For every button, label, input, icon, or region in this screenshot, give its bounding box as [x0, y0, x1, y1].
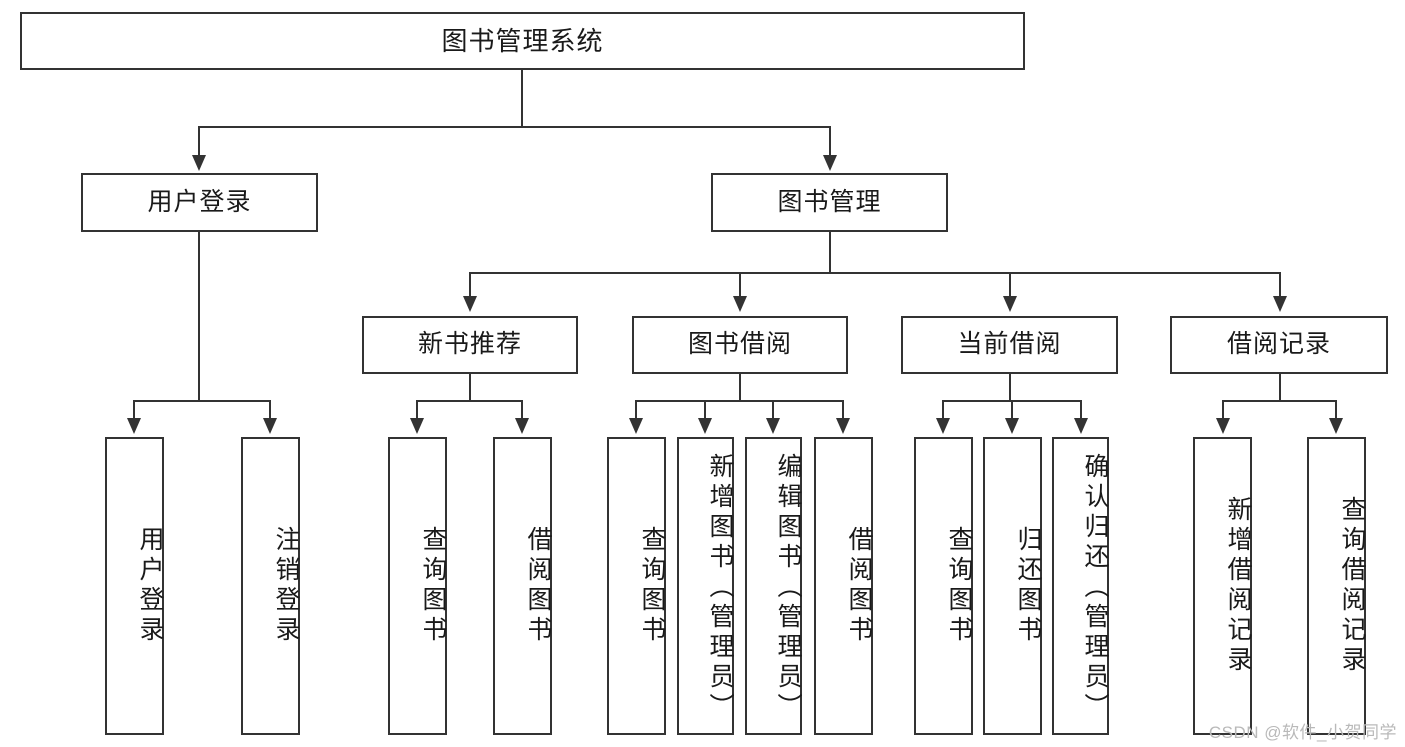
- connector-borrow-record-leaf-1: [1222, 400, 1224, 420]
- arrow-to-borrow-record: [1273, 296, 1287, 312]
- node-label: 查询图书: [638, 526, 666, 646]
- connector-user-login-stem: [198, 232, 200, 401]
- arrow-to-user-login: [192, 155, 206, 171]
- arrow-current-borrow-leaf-1: [936, 418, 950, 434]
- node-label: 借阅图书: [524, 526, 552, 646]
- connector-borrow-record-leaf-2: [1335, 400, 1337, 420]
- arrow-new-book-leaf-1: [410, 418, 424, 434]
- node-label: 查询图书: [419, 526, 447, 646]
- connector-book-borrow-leaf-2: [704, 400, 706, 420]
- connector-current-borrow-leaf-1: [942, 400, 944, 420]
- arrow-current-borrow-leaf-2: [1005, 418, 1019, 434]
- node-label: 新增借阅记录: [1224, 496, 1252, 676]
- leaf-record-query[interactable]: 查询借阅记录: [1307, 437, 1366, 735]
- connector-book-borrow-leaf-4: [842, 400, 844, 420]
- node-label: 用户登录: [147, 187, 252, 216]
- leaf-logout[interactable]: 注销登录: [241, 437, 300, 735]
- node-label: 用户登录: [136, 526, 164, 646]
- connector-new-book-bus: [416, 400, 523, 402]
- connector-user-login-leaf-2: [269, 400, 271, 420]
- leaf-borrow-borrow-book[interactable]: 借阅图书: [814, 437, 873, 735]
- connector-to-current-borrow: [1009, 272, 1011, 298]
- connector-new-book-stem: [469, 374, 471, 402]
- node-label: 确认归还（管理员）: [1081, 453, 1109, 723]
- node-label: 归还图书: [1014, 526, 1042, 646]
- connector-to-user-login: [198, 126, 200, 157]
- connector-to-borrow-record: [1279, 272, 1281, 298]
- leaf-new-book-query[interactable]: 查询图书: [388, 437, 447, 735]
- connector-user-login-leaf-1: [133, 400, 135, 420]
- node-label: 借阅记录: [1226, 330, 1331, 359]
- node-label: 当前借阅: [957, 330, 1062, 359]
- arrow-borrow-record-leaf-2: [1329, 418, 1343, 434]
- arrow-book-borrow-leaf-1: [629, 418, 643, 434]
- node-label: 注销登录: [272, 526, 300, 646]
- node-label: 借阅图书: [845, 526, 873, 646]
- arrow-book-borrow-leaf-2: [698, 418, 712, 434]
- arrow-user-login-leaf-2: [263, 418, 277, 434]
- arrow-borrow-record-leaf-1: [1216, 418, 1230, 434]
- arrow-current-borrow-leaf-3: [1074, 418, 1088, 434]
- arrow-to-book-management: [823, 155, 837, 171]
- connector-root-stem: [521, 70, 523, 127]
- connector-current-borrow-stem: [1009, 374, 1011, 402]
- arrow-to-new-book-recommend: [463, 296, 477, 312]
- arrow-to-current-borrow: [1003, 296, 1017, 312]
- arrow-book-borrow-leaf-4: [836, 418, 850, 434]
- leaf-borrow-query-book[interactable]: 查询图书: [607, 437, 666, 735]
- connector-new-book-leaf-1: [416, 400, 418, 420]
- connector-level1-bus: [198, 126, 831, 128]
- connector-current-borrow-leaf-3: [1080, 400, 1082, 420]
- arrow-new-book-leaf-2: [515, 418, 529, 434]
- leaf-current-confirm-return[interactable]: 确认归还（管理员）: [1052, 437, 1109, 735]
- leaf-new-book-borrow[interactable]: 借阅图书: [493, 437, 552, 735]
- connector-borrow-record-stem: [1279, 374, 1281, 402]
- arrow-book-borrow-leaf-3: [766, 418, 780, 434]
- node-book-management-system[interactable]: 图书管理系统: [20, 12, 1025, 70]
- connector-book-borrow-leaf-1: [635, 400, 637, 420]
- node-new-book-recommend[interactable]: 新书推荐: [362, 316, 578, 374]
- connector-book-borrow-leaf-3: [772, 400, 774, 420]
- leaf-record-add[interactable]: 新增借阅记录: [1193, 437, 1252, 735]
- connector-current-borrow-leaf-2: [1011, 400, 1013, 420]
- node-label: 查询图书: [945, 526, 973, 646]
- leaf-current-return-book[interactable]: 归还图书: [983, 437, 1042, 735]
- connector-to-book-management: [829, 126, 831, 157]
- connector-level2-bus: [469, 272, 1281, 274]
- connector-book-borrow-bus: [635, 400, 844, 402]
- node-current-borrow[interactable]: 当前借阅: [901, 316, 1118, 374]
- connector-new-book-leaf-2: [521, 400, 523, 420]
- connector-borrow-record-bus: [1222, 400, 1337, 402]
- connector-to-new-book-recommend: [469, 272, 471, 298]
- connector-book-borrow-stem: [739, 374, 741, 402]
- node-borrow-record[interactable]: 借阅记录: [1170, 316, 1388, 374]
- node-label: 图书管理系统: [441, 25, 604, 56]
- node-user-login[interactable]: 用户登录: [81, 173, 318, 232]
- node-label: 图书借阅: [687, 330, 792, 359]
- node-label: 图书管理: [777, 187, 882, 216]
- leaf-borrow-edit-book[interactable]: 编辑图书（管理员）: [745, 437, 802, 735]
- leaf-borrow-add-book[interactable]: 新增图书（管理员）: [677, 437, 734, 735]
- node-label: 新增图书（管理员）: [706, 453, 734, 723]
- arrow-to-book-borrow: [733, 296, 747, 312]
- node-book-management[interactable]: 图书管理: [711, 173, 948, 232]
- node-label: 编辑图书（管理员）: [774, 453, 802, 723]
- connector-user-login-bus: [133, 400, 270, 402]
- leaf-current-query-book[interactable]: 查询图书: [914, 437, 973, 735]
- node-label: 查询借阅记录: [1338, 496, 1366, 676]
- leaf-user-login[interactable]: 用户登录: [105, 437, 164, 735]
- connector-book-management-stem: [829, 232, 831, 273]
- connector-to-book-borrow: [739, 272, 741, 298]
- node-label: 新书推荐: [417, 330, 522, 359]
- arrow-user-login-leaf-1: [127, 418, 141, 434]
- node-book-borrow[interactable]: 图书借阅: [632, 316, 848, 374]
